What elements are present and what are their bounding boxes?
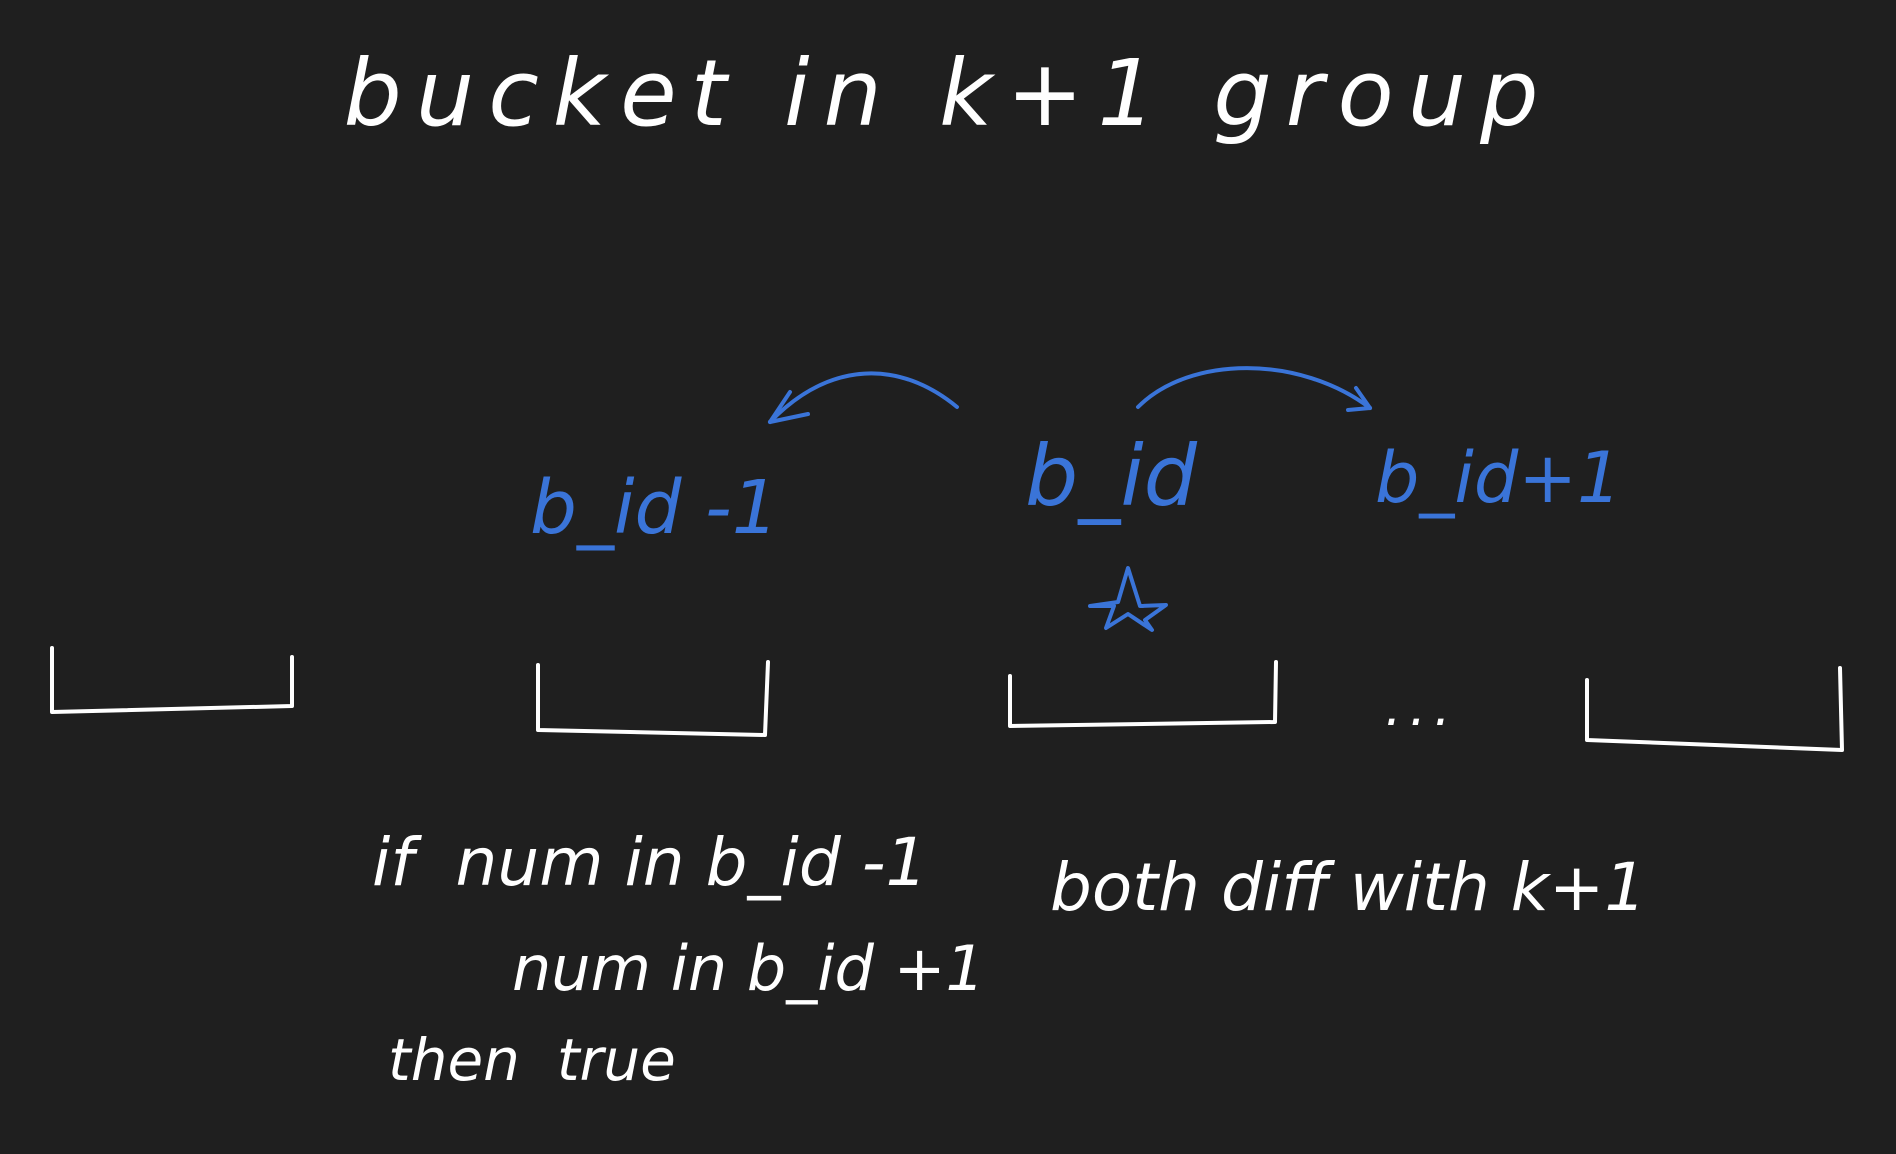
arrow-to-next-bucket xyxy=(1136,366,1372,412)
ellipsis: ... xyxy=(1385,678,1459,738)
diagram-title: bucket in k+1 group xyxy=(344,40,1553,147)
star-icon xyxy=(1088,566,1168,632)
note-line-3: then true xyxy=(388,1026,676,1094)
note-line-1: if num in b_id -1 xyxy=(372,824,928,901)
label-next-bucket: b_id+1 xyxy=(1375,437,1622,519)
note-side: both diff with k+1 xyxy=(1050,849,1646,926)
bucket-2 xyxy=(536,660,770,737)
note-line-2: num in b_id +1 xyxy=(512,932,985,1005)
label-current-bucket: b_id xyxy=(1025,427,1198,525)
label-prev-bucket: b_id -1 xyxy=(530,465,779,551)
bucket-1 xyxy=(50,646,294,714)
arrow-to-prev-bucket xyxy=(768,371,959,424)
bucket-4 xyxy=(1585,666,1844,752)
bucket-3 xyxy=(1008,660,1278,728)
